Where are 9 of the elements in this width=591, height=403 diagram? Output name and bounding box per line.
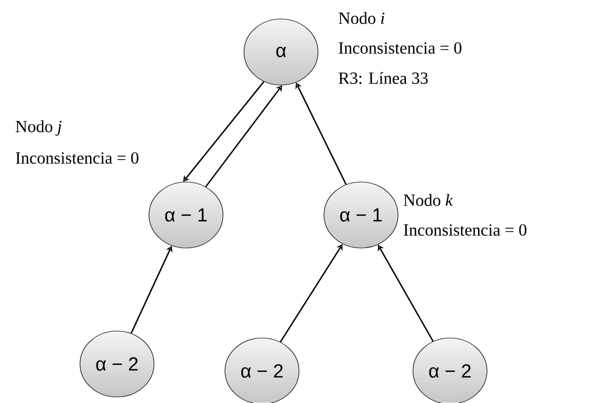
node-annotation: Nodo k (404, 194, 454, 206)
node-annotation: Nodo j (16, 120, 62, 136)
arrow (183, 81, 264, 182)
node-annotation: Nodo i (338, 12, 384, 24)
node-annotation: R3: Línea 33 (338, 72, 428, 84)
node-annotation: Inconsistencia = 0 (338, 42, 462, 54)
node-annotation: Inconsistencia = 0 (404, 224, 526, 236)
arrow (295, 82, 347, 185)
node-annotation: Inconsistencia = 0 (16, 152, 138, 164)
